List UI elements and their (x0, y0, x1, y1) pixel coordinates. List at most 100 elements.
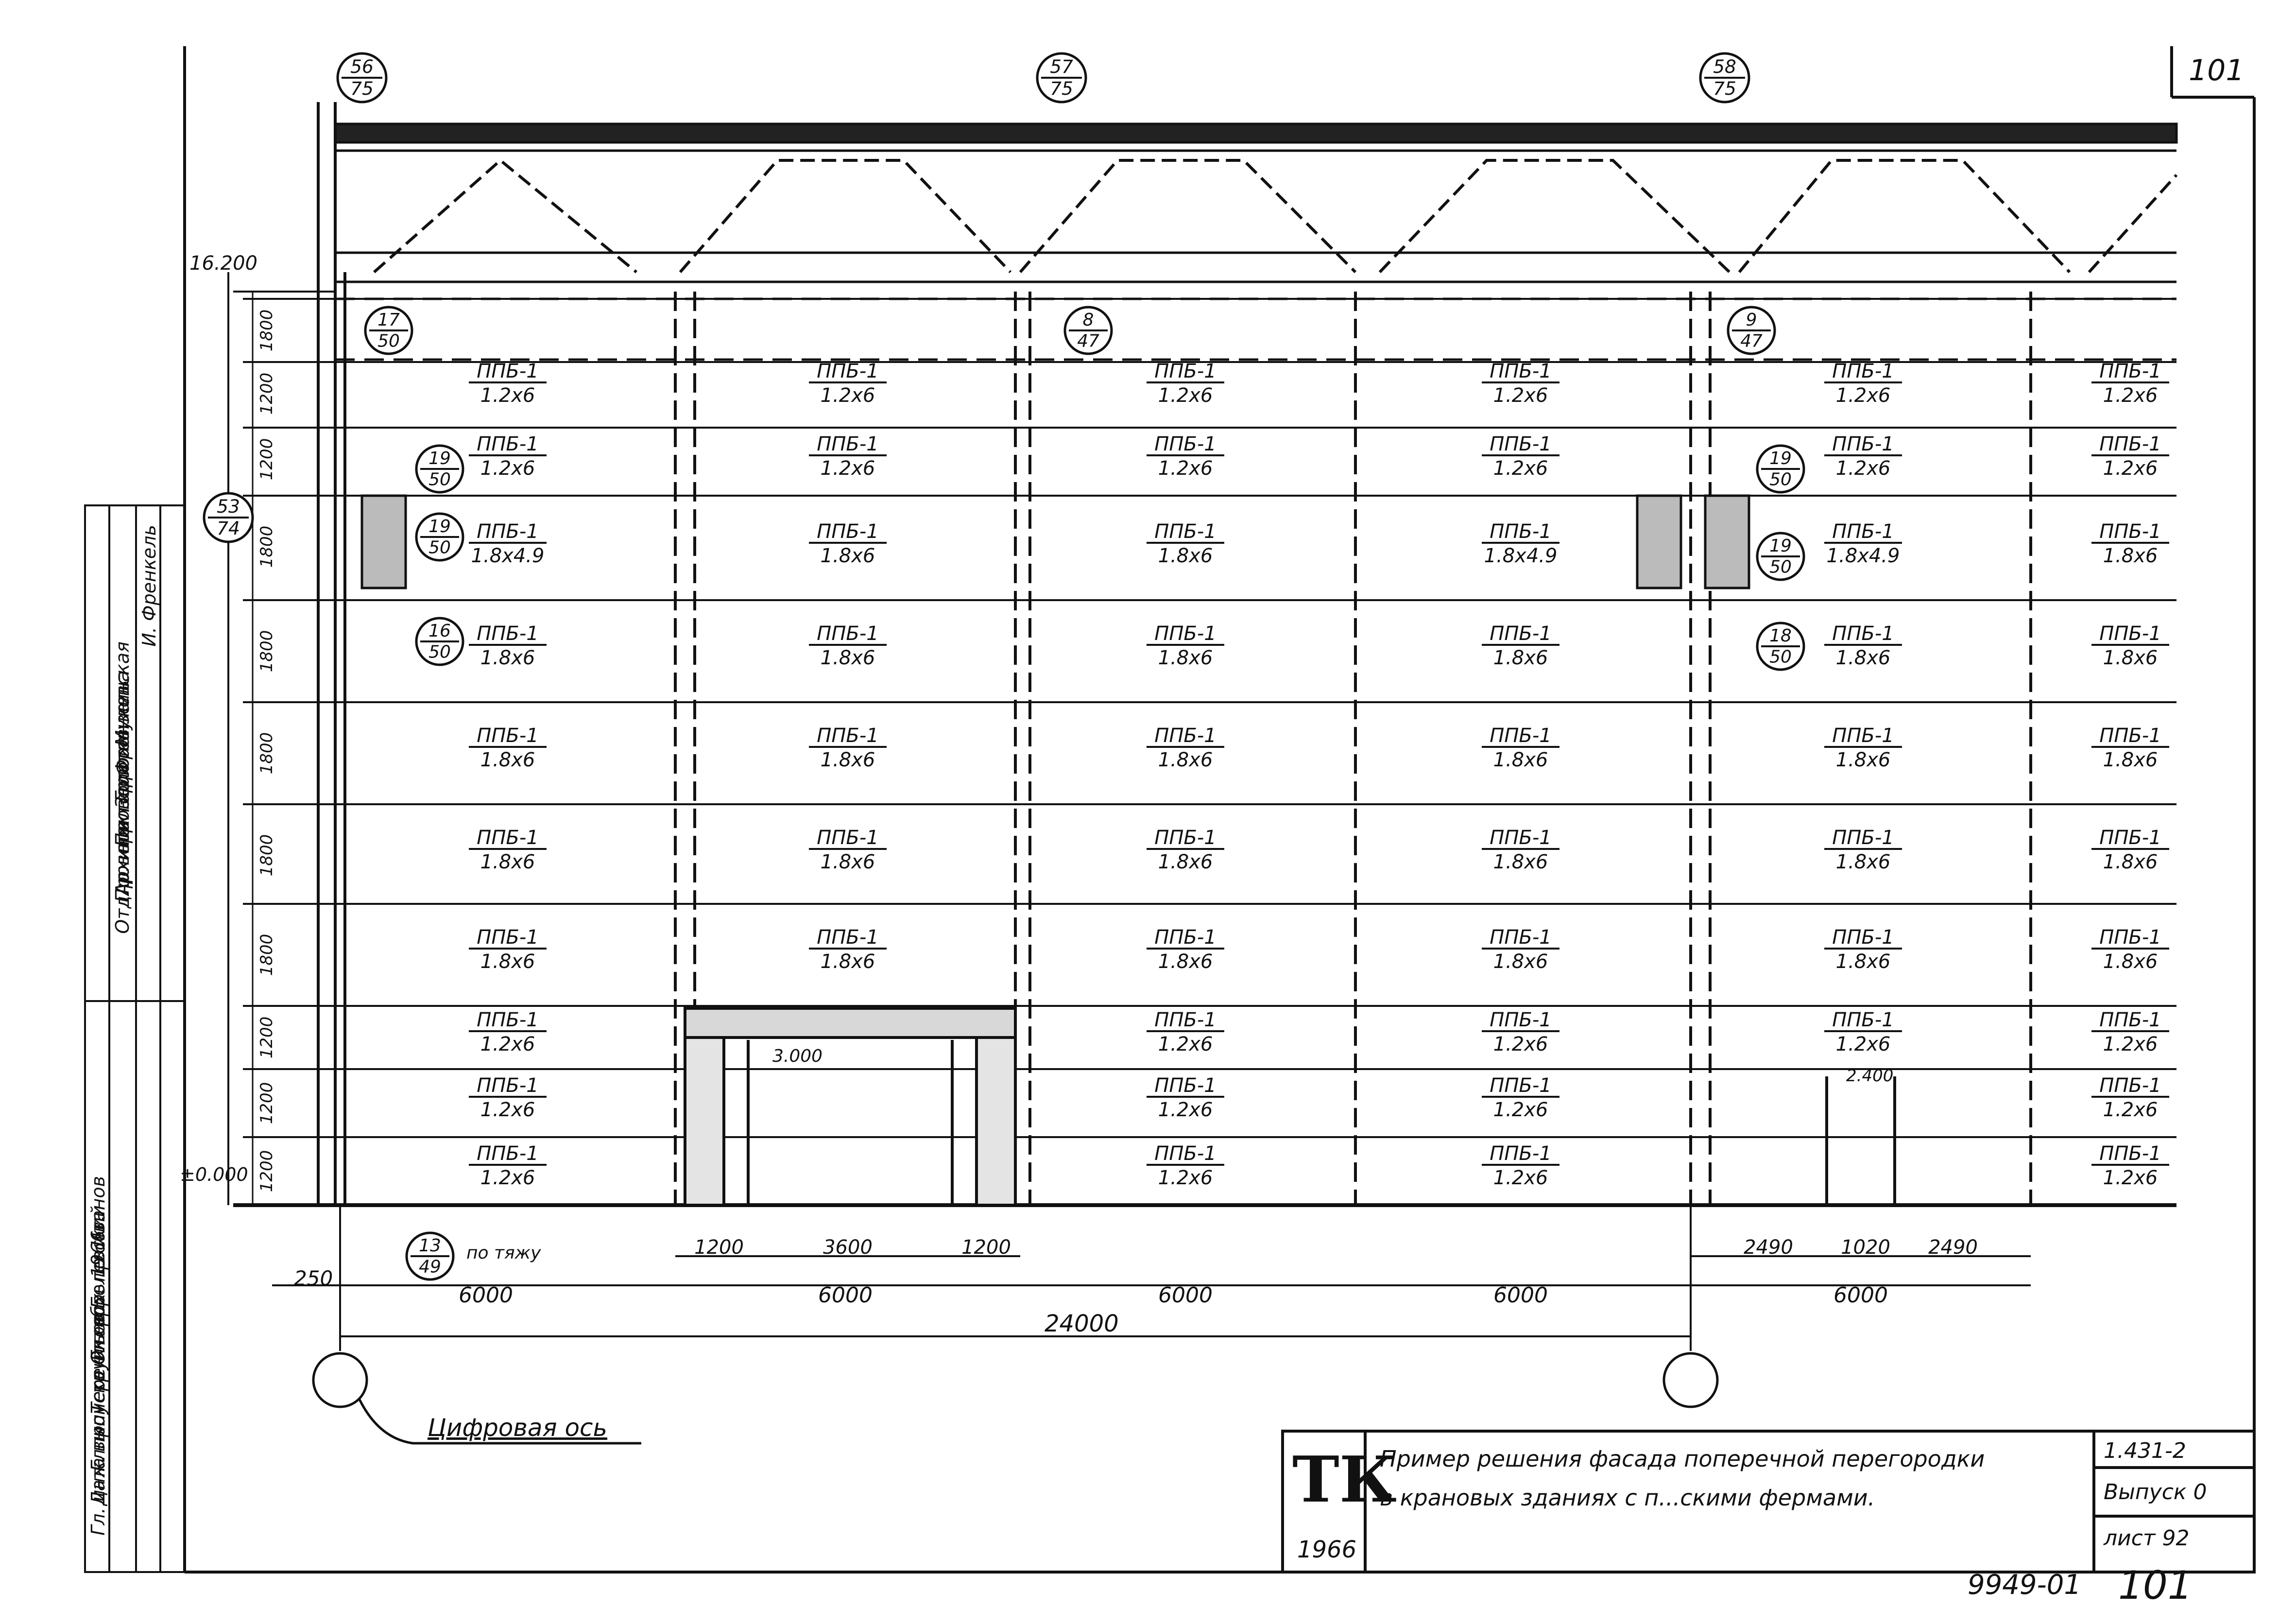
panel-label: ППБ-11.2x6 (1482, 433, 1559, 480)
title-block-frame (1281, 1430, 2256, 1573)
bottom-callout-num: 13 (419, 1236, 441, 1256)
panel-mark: ППБ-1 (817, 520, 878, 543)
side-callout-den: 74 (217, 518, 240, 539)
panel-mark: ППБ-1 (1154, 622, 1216, 645)
panel-label: ППБ-11.8x6 (809, 827, 887, 873)
panel-mark: ППБ-1 (1832, 1009, 1894, 1031)
panel-mark: ППБ-1 (817, 926, 878, 949)
panel-label: ППБ-11.2x6 (469, 433, 547, 480)
panel-label: ППБ-11.2x6 (1482, 360, 1559, 407)
panel-size: 1.2x6 (1158, 384, 1213, 407)
title-line-1: Пример решения фасада поперечной перегор… (1380, 1446, 1985, 1472)
panel-size: 1.2x6 (2103, 1167, 2158, 1189)
bay-callout-2-num: 57 (1050, 56, 1073, 77)
bay-callout-3-num: 58 (1713, 56, 1736, 77)
panel-label: ППБ-11.8x6 (1482, 926, 1559, 973)
panel-labels: ППБ-11.2x6ППБ-11.2x6ППБ-11.8x4.9ППБ-11.8… (469, 360, 2169, 1189)
panel-mark: ППБ-1 (477, 827, 538, 849)
bottom-callout-den: 49 (419, 1257, 441, 1277)
callouts: 5675577558755374175019501950165084794719… (203, 52, 1805, 1281)
mid-callout-1: 847 (1063, 306, 1113, 355)
panel-size: 1.8x4.9 (471, 545, 545, 567)
panel-size: 1.8x6 (1493, 851, 1548, 873)
panel-label: ППБ-11.8x6 (1482, 827, 1559, 873)
panel-mark: ППБ-1 (2099, 360, 2161, 382)
panel-size: 1.2x6 (1493, 1033, 1548, 1055)
panel-label: ППБ-11.8x6 (1482, 622, 1559, 669)
panel-label: ППБ-11.2x6 (469, 1009, 547, 1055)
panel-label: ППБ-11.8x6 (469, 827, 547, 873)
panel-label: ППБ-11.2x6 (2091, 433, 2169, 480)
panel-label: ППБ-11.2x6 (1147, 1142, 1224, 1189)
panel-label: ППБ-11.8x6 (1147, 725, 1224, 771)
panel-size: 1.2x6 (1493, 384, 1548, 407)
panel-label: ППБ-11.2x6 (1147, 1074, 1224, 1121)
left-callout-3-den: 50 (428, 538, 451, 558)
panel-size: 1.8x6 (2103, 545, 2158, 567)
logo: ТК (1292, 1442, 1397, 1517)
panel-mark: ППБ-1 (1154, 433, 1216, 455)
row-height: 1200 (257, 373, 276, 415)
stamp-grid (84, 504, 186, 1573)
dim-first: 250 (294, 1266, 333, 1290)
panel-label: ППБ-11.8x6 (2091, 622, 2169, 669)
panel-size: 1.8x6 (2103, 951, 2158, 973)
panel-size: 1.8x6 (1158, 647, 1213, 669)
right-callout-3-num: 18 (1769, 626, 1792, 646)
panel-size: 1.2x6 (1836, 457, 1891, 480)
panel-label: ППБ-11.2x6 (469, 1074, 547, 1121)
dim-bay: 6000 (1493, 1283, 1548, 1308)
row-height: 1800 (257, 834, 276, 877)
row-heights: 1800120012001800180018001800180012001200… (257, 310, 276, 1193)
left-callout-2-den: 50 (428, 470, 451, 490)
panel-size: 1.2x6 (1158, 1033, 1213, 1055)
panel-mark: ППБ-1 (2099, 725, 2161, 747)
row-height: 1200 (257, 1017, 276, 1059)
panel-mark: ППБ-1 (1832, 827, 1894, 849)
panel-size: 1.8x6 (1158, 951, 1213, 973)
panel-mark: ППБ-1 (817, 360, 878, 382)
elevation-door-right: 2.400 (1846, 1066, 1893, 1086)
right-callout-1-den: 50 (1769, 470, 1792, 490)
panel-mark: ППБ-1 (1832, 622, 1894, 645)
panel-size: 1.2x6 (480, 457, 535, 480)
panel-label: ППБ-11.8x6 (1824, 827, 1902, 873)
panel-mark: ППБ-1 (1154, 1009, 1216, 1031)
panel-label: ППБ-11.8x6 (1482, 725, 1559, 771)
panel-size: 1.8x4.9 (1484, 545, 1558, 567)
series-code: 1.431-2 (2104, 1438, 2186, 1463)
panel-label: ППБ-11.2x6 (469, 360, 547, 407)
left-callout-1-den: 50 (377, 331, 400, 351)
row-height: 1800 (257, 934, 276, 976)
panel-label: ППБ-11.8x6 (1147, 520, 1224, 567)
elevation-zero: ±0.000 (180, 1164, 248, 1185)
panel-label: ППБ-11.8x6 (1824, 926, 1902, 973)
panel-size: 1.2x6 (480, 1033, 535, 1055)
bay-callout-3-den: 75 (1713, 78, 1736, 99)
panel-label: ППБ-11.8x6 (469, 725, 547, 771)
dim-door-right: 1020 (1841, 1236, 1890, 1259)
left-callout-4-num: 16 (428, 621, 451, 641)
panel-label: ППБ-11.8x4.9 (1824, 520, 1902, 567)
panel-mark: ППБ-1 (2099, 827, 2161, 849)
right-callout-2-den: 50 (1769, 557, 1792, 577)
panel-mark: ППБ-1 (1154, 360, 1216, 382)
panel-size: 1.8x6 (2103, 851, 2158, 873)
panel-size: 1.2x6 (821, 384, 875, 407)
panel-size: 1.8x6 (480, 951, 535, 973)
panel-label: ППБ-11.8x6 (1147, 827, 1224, 873)
panel-mark: ППБ-1 (1832, 926, 1894, 949)
panel-mark: ППБ-1 (2099, 622, 2161, 645)
panel-label: ППБ-11.2x6 (1147, 433, 1224, 480)
axis-label: Цифровая ось (428, 1414, 607, 1442)
panel-size: 1.8x6 (821, 951, 875, 973)
bottom-callout-note: по тяжу (466, 1243, 541, 1263)
dim-door-right: 2490 (1928, 1236, 1978, 1259)
dim-total: 24000 (1045, 1310, 1119, 1337)
